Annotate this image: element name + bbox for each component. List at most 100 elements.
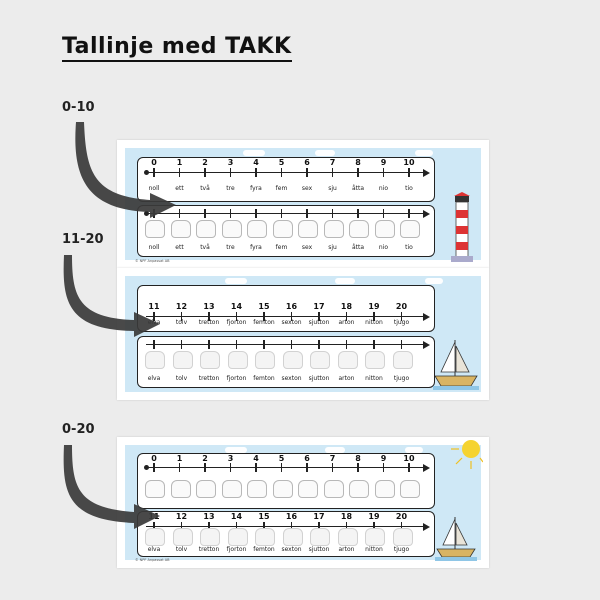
axis-arrow-icon: [423, 210, 430, 218]
range-label-11-20: 11-20: [62, 232, 104, 247]
number-word-label: fyra: [250, 244, 262, 251]
tick-mark: [373, 340, 375, 349]
tick-mark: [180, 522, 183, 531]
hand-sign-icon: [282, 351, 303, 369]
number-label: 16: [285, 302, 298, 311]
hand-sign-icon: [145, 351, 165, 369]
tick-mark: [204, 463, 206, 472]
sun-icon: [451, 440, 483, 469]
tick-mark: [178, 168, 181, 177]
tick-mark: [280, 168, 283, 177]
tick-mark: [180, 340, 183, 349]
range-label-0-20: 0-20: [62, 422, 95, 437]
hand-sign-icon: [374, 480, 395, 498]
hand-sign-icon: [349, 220, 369, 238]
cloud-icon: [405, 447, 423, 453]
number-label: 12: [175, 302, 188, 311]
tick-mark: [345, 312, 348, 321]
tick-mark: [280, 463, 283, 472]
hand-sign-icon: [145, 220, 165, 238]
hand-sign-icon: [392, 528, 413, 546]
number-label: 19: [368, 512, 380, 521]
cloud-icon: [315, 150, 335, 156]
number-word-label: elva: [147, 319, 161, 326]
hand-sign-icon: [221, 480, 242, 498]
tick-mark: [280, 209, 283, 218]
number-word-label: noll: [148, 244, 160, 251]
tick-mark: [178, 209, 181, 218]
tick-mark: [331, 209, 334, 218]
hand-sign-icon: [196, 220, 216, 238]
tick-mark: [178, 463, 181, 472]
hand-sign-icon: [349, 480, 369, 498]
tick-mark: [153, 168, 155, 177]
axis-arrow-icon: [423, 169, 430, 177]
tick-mark: [382, 168, 385, 177]
number-label: 2: [202, 158, 208, 167]
number-word-label: tolv: [175, 319, 188, 326]
axis-line: [146, 344, 424, 345]
number-word-label: tretton: [198, 375, 220, 382]
number-label: 17: [313, 302, 325, 311]
number-word-label: fjorton: [226, 319, 247, 326]
number-label: 10: [403, 158, 415, 167]
number-label: 19: [368, 302, 380, 311]
number-label: 8: [355, 454, 361, 463]
tick-mark: [180, 312, 183, 321]
hand-sign-icon: [255, 528, 275, 546]
axis-line: [146, 526, 424, 527]
axis-line: [146, 467, 424, 468]
number-label: 5: [278, 158, 285, 167]
hand-sign-icon: [255, 351, 275, 369]
number-label: 20: [395, 302, 408, 311]
number-label: 8: [355, 158, 361, 167]
tick-mark: [331, 168, 334, 177]
hand-sign-icon: [170, 480, 191, 498]
number-label: 6: [304, 454, 310, 463]
number-word-label: fem: [275, 244, 288, 251]
hand-sign-icon: [400, 220, 420, 238]
hand-sign-icon: [145, 528, 165, 546]
hand-sign-icon: [310, 528, 330, 546]
number-word-label: tjugo: [393, 375, 410, 382]
tick-mark: [357, 168, 359, 177]
tick-mark: [331, 463, 334, 472]
tick-mark: [153, 340, 155, 349]
number-label: 0: [151, 454, 157, 463]
hand-sign-icon: [298, 480, 318, 498]
copyright-text: © NPF Anpassat AB: [135, 558, 170, 562]
tick-mark: [204, 168, 206, 177]
hand-sign-icon: [227, 528, 248, 546]
tick-mark: [345, 340, 348, 349]
number-label: 3: [227, 158, 234, 167]
number-label: 7: [329, 454, 336, 463]
tick-mark: [306, 463, 308, 472]
tick-mark: [345, 522, 348, 531]
number-word-label: femton: [253, 375, 275, 382]
number-label: 0: [151, 158, 157, 167]
number-word-label: elva: [147, 375, 161, 382]
tick-mark: [400, 340, 403, 349]
number-word-label: två: [200, 244, 210, 251]
hand-sign-icon: [247, 220, 267, 238]
number-label: 13: [203, 302, 215, 311]
number-word-label: två: [200, 185, 210, 192]
number-label: 16: [285, 512, 298, 521]
number-label: 15: [258, 302, 270, 311]
tick-mark: [255, 209, 257, 218]
hand-sign-icon: [272, 480, 293, 498]
number-word-label: ett: [175, 244, 184, 251]
tick-mark: [290, 522, 293, 531]
cloud-icon: [225, 278, 247, 284]
number-word-label: sex: [301, 244, 313, 251]
number-label: 11: [148, 512, 160, 521]
tick-mark: [263, 312, 265, 321]
number-word-label: nio: [378, 185, 389, 192]
tick-mark: [229, 209, 232, 218]
